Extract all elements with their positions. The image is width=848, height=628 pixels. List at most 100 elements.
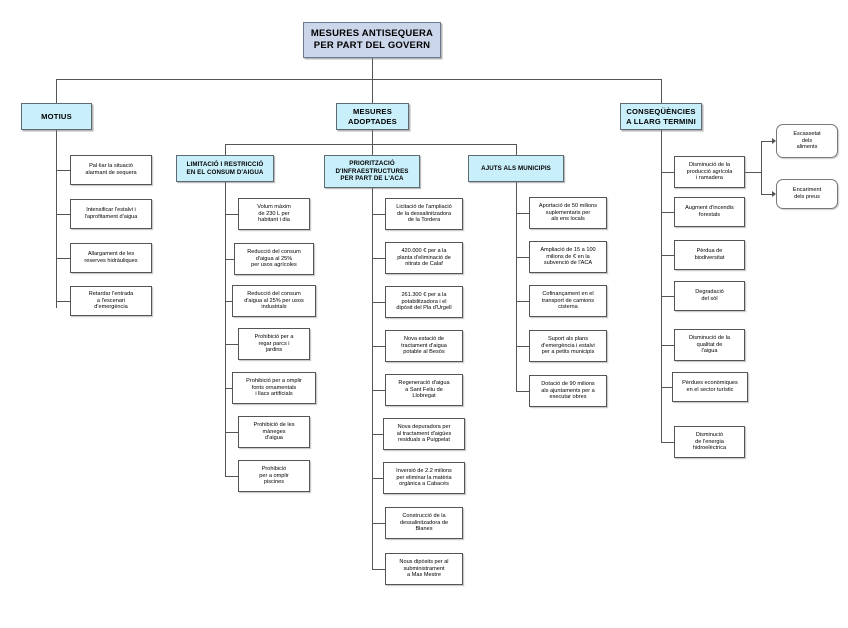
node-consequencies[interactable]: CONSEQÜÈNCIES A LLARG TERMINI [620, 103, 702, 130]
connector-ajuts-branch-4 [516, 391, 529, 392]
leaf-prioritzacio-7-label: Construcció de la dessalinitzadora de Bl… [399, 512, 449, 533]
connector-prioritzacio-branch-2 [372, 302, 385, 303]
leaf-prioritzacio-3-label: Nova estació de tractament d'aigua potab… [401, 335, 447, 356]
leaf-consequencies-3-label: Degradació del sòl [695, 289, 724, 302]
leaf-prioritzacio-4[interactable]: Regeneració d'aigua a Sant Feliu de Llob… [385, 374, 463, 406]
leaf-motius-3[interactable]: Retardar l'entrada a l'escenari d'emergè… [70, 286, 152, 316]
connector-motius-branch-0 [56, 170, 70, 171]
connector-consequencies-branch-5 [661, 387, 674, 388]
node-ajuts-municipis[interactable]: AJUTS ALS MUNICIPIS [468, 155, 564, 182]
connector-prioritzacio-branch-1 [372, 258, 385, 259]
leaf-limitacio-5-label: Prohibició de les màneges d'aigua [253, 421, 295, 442]
leaf-prioritzacio-1-label: 420.000 € per a la planta d'eliminació d… [397, 247, 451, 268]
leaf-limitacio-1[interactable]: Reducció del consum d'aigua al 25% per u… [234, 243, 314, 275]
leaf-limitacio-4[interactable]: Prohibició per a omplir fonts ornamental… [232, 372, 316, 404]
connector-subcons-spine [761, 141, 762, 194]
connector-consequencies-branch-3 [661, 296, 674, 297]
leaf-ajuts-3-label: Suport als plans d'emergència i estalvi … [541, 335, 595, 356]
connector-limitacio-branch-3 [225, 344, 238, 345]
leaf-consequencies-5-label: Pèrdues econòmiques en el sector turísti… [682, 380, 738, 393]
leaf-consequencies-6[interactable]: Disminució de l'energia hidroelèctrica [674, 426, 745, 458]
connector-limitacio-spine [225, 182, 226, 476]
connector-drop-mesures [372, 79, 373, 103]
leaf-prioritzacio-7[interactable]: Construcció de la dessalinitzadora de Bl… [385, 507, 463, 539]
leaf-consequencies-4[interactable]: Disminució de la qualitat de l'aigua [674, 329, 745, 361]
leaf-prioritzacio-5-label: Nova depuradora per al tractament d'aigü… [396, 423, 452, 444]
leaf-motius-0-label: Pal·liar la situació alarmant de sequera [85, 163, 137, 176]
connector-ajuts-branch-3 [516, 346, 529, 347]
leaf-limitacio-5[interactable]: Prohibició de les màneges d'aigua [238, 416, 310, 448]
leaf-ajuts-4[interactable]: Dotació de 90 milions als ajuntaments pe… [529, 375, 607, 407]
leaf-prioritzacio-0-label: Licitació de l'ampliació de la dessalini… [396, 203, 452, 224]
leaf-prioritzacio-5[interactable]: Nova depuradora per al tractament d'aigü… [383, 418, 465, 450]
connector-prioritzacio-branch-7 [372, 523, 385, 524]
node-consequencies-label: CONSEQÜÈNCIES A LLARG TERMINI [626, 107, 696, 126]
leaf-consequencies-5[interactable]: Pèrdues econòmiques en el sector turísti… [672, 372, 748, 402]
leaf-ajuts-4-label: Dotació de 90 milions als ajuntaments pe… [541, 380, 595, 401]
connector-motius-spine [56, 130, 57, 308]
leaf-consequencies-2[interactable]: Pèrdua de biodiversitat [674, 240, 745, 270]
leaf-ajuts-2[interactable]: Cofinançament en el transport de camions… [529, 285, 607, 317]
connector-drop-ajuts [516, 144, 517, 155]
connector-consequencies-branch-1 [661, 212, 674, 213]
leaf-limitacio-3[interactable]: Prohibició per a regar parcs i jardins [238, 328, 310, 360]
leaf-prioritzacio-6[interactable]: Inversió de 2.2 milions per eliminar la … [383, 462, 465, 494]
leaf-motius-1[interactable]: Intensificar l'estalvi i l'aprofitament … [70, 199, 152, 229]
node-limitacio-label: LIMITACIÓ I RESTRICCIÓ EN EL CONSUM D'AI… [186, 160, 264, 176]
leaf-consequencies-6-label: Disminució de l'energia hidroelèctrica [692, 431, 727, 452]
node-motius[interactable]: MOTIUS [21, 103, 92, 130]
connector-limitacio-branch-0 [225, 214, 238, 215]
leaf-consequencies-3[interactable]: Degradació del sòl [674, 281, 745, 311]
leaf-ajuts-0-label: Aportació de 50 milions suplementaris pe… [538, 202, 598, 223]
connector-motius-branch-1 [56, 214, 70, 215]
leaf-ajuts-1[interactable]: Ampliació de 15 a 100 milions de € en la… [529, 241, 607, 273]
leaf-motius-0[interactable]: Pal·liar la situació alarmant de sequera [70, 155, 152, 185]
connector-drop-prioritzacio [372, 144, 373, 155]
leaf-ajuts-1-label: Ampliació de 15 a 100 milions de € en la… [540, 246, 596, 267]
leaf-limitacio-0-label: Volum màxim de 230 L per habitant i dia [257, 203, 291, 224]
leaf-ajuts-0[interactable]: Aportació de 50 milions suplementaris pe… [529, 197, 607, 229]
leaf-motius-2[interactable]: Allargament de les reserves hidràuliques [70, 243, 152, 273]
leaf-prioritzacio-1[interactable]: 420.000 € per a la planta d'eliminació d… [385, 242, 463, 274]
pill-escassetat-aliments[interactable]: Escassetat dels aliments [776, 124, 838, 158]
connector-prioritzacio-branch-8 [372, 569, 385, 570]
leaf-consequencies-0[interactable]: Disminució de la producció agrícola i ra… [674, 156, 745, 188]
leaf-limitacio-6[interactable]: Prohibició per a omplir piscines [238, 460, 310, 492]
leaf-prioritzacio-3[interactable]: Nova estació de tractament d'aigua potab… [385, 330, 463, 362]
leaf-prioritzacio-6-label: Inversió de 2.2 milions per eliminar la … [396, 467, 452, 488]
arrow-subcons-1 [772, 191, 776, 197]
root-node-label: MESURES ANTISEQUERA PER PART DEL GOVERN [310, 28, 434, 51]
connector-root-stem [372, 58, 373, 79]
node-motius-label: MOTIUS [41, 111, 72, 121]
leaf-consequencies-1-label: Augment d'incendis forestals [685, 205, 734, 218]
connector-ajuts-spine [516, 182, 517, 391]
connector-limitacio-branch-5 [225, 432, 238, 433]
connector-subcons-branch-1 [761, 194, 772, 195]
leaf-prioritzacio-0[interactable]: Licitació de l'ampliació de la dessalini… [385, 198, 463, 230]
leaf-prioritzacio-2[interactable]: 261.300 € per a la potabilitzadora i el … [385, 286, 463, 318]
node-mesures-adoptades-label: MESURES ADOPTADES [348, 107, 397, 126]
node-prioritzacio-infraestructures[interactable]: PRIORITZACIÓ D'INFRAESTRUCTURES PER PART… [324, 155, 420, 188]
connector-consequencies-branch-2 [661, 255, 674, 256]
leaf-limitacio-3-label: Prohibició per a regar parcs i jardins [254, 333, 294, 354]
leaf-consequencies-0-label: Disminució de la producció agrícola i ra… [686, 161, 733, 182]
node-mesures-adoptades[interactable]: MESURES ADOPTADES [336, 103, 409, 130]
pill-encariment-preus[interactable]: Encariment dels preus [776, 179, 838, 209]
leaf-limitacio-2[interactable]: Reducció del consum d'aigua al 25% per u… [232, 285, 316, 317]
leaf-limitacio-6-label: Prohibició per a omplir piscines [259, 465, 289, 486]
leaf-limitacio-0[interactable]: Volum màxim de 230 L per habitant i dia [238, 198, 310, 230]
node-limitacio-restriccio[interactable]: LIMITACIÓ I RESTRICCIÓ EN EL CONSUM D'AI… [176, 155, 274, 182]
connector-drop-consequencies [661, 79, 662, 103]
connector-prioritzacio-branch-0 [372, 214, 385, 215]
root-node-mesures-antisequera[interactable]: MESURES ANTISEQUERA PER PART DEL GOVERN [303, 22, 441, 58]
connector-consequencies-branch-4 [661, 345, 674, 346]
connector-limitacio-branch-1 [225, 259, 238, 260]
node-prioritzacio-label: PRIORITZACIÓ D'INFRAESTRUCTURES PER PART… [335, 159, 409, 183]
connector-limitacio-branch-2 [225, 301, 238, 302]
connector-subcons-out [745, 172, 761, 173]
leaf-ajuts-3[interactable]: Suport als plans d'emergència i estalvi … [529, 330, 607, 362]
leaf-consequencies-1[interactable]: Augment d'incendis forestals [674, 197, 745, 227]
leaf-prioritzacio-8[interactable]: Nous dipòsits per al subministrament a M… [385, 553, 463, 585]
connector-consequencies-branch-6 [661, 442, 674, 443]
